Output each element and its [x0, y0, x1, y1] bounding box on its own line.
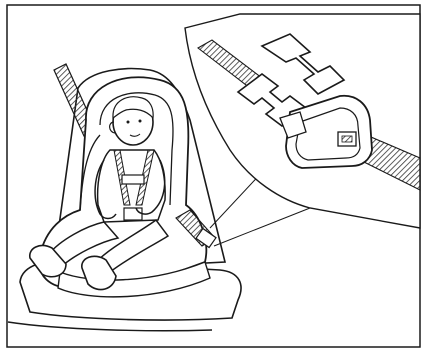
vehicle-seat-lower-trim — [8, 322, 212, 331]
harness-chest-clip — [122, 175, 144, 184]
harness-buckle — [124, 208, 142, 220]
child-eye-left — [127, 121, 130, 124]
child-eye-right — [139, 120, 142, 123]
callout-line-bottom — [214, 208, 310, 246]
buckle-release-button-inner — [342, 136, 352, 142]
